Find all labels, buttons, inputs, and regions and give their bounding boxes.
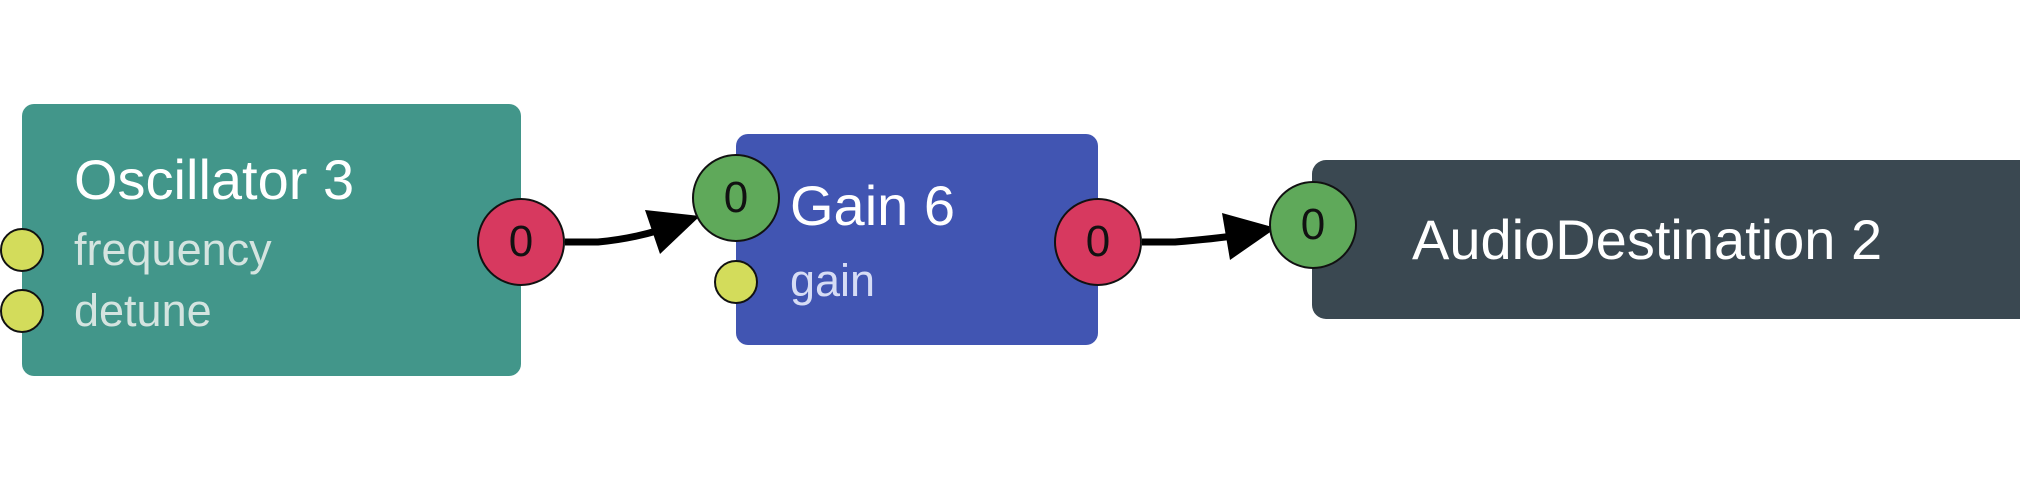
port-index: 0 (1300, 200, 1326, 249)
param-port-detune[interactable] (0, 289, 44, 333)
port-index: 0 (723, 173, 749, 222)
arrowhead-icon (1222, 213, 1276, 260)
node-title: Gain 6 (790, 174, 955, 237)
output-port[interactable]: 0 (1054, 198, 1142, 286)
node-title: Oscillator 3 (74, 148, 355, 211)
node-gain[interactable]: Gain 6 gain (736, 134, 1098, 345)
param-label-gain: gain (790, 255, 876, 306)
param-port-frequency[interactable] (0, 228, 44, 272)
arrowhead-icon (645, 210, 700, 254)
input-port[interactable]: 0 (692, 154, 780, 242)
node-title: AudioDestination 2 (1412, 208, 1883, 271)
input-port[interactable]: 0 (1269, 181, 1357, 269)
connection-gain-to-dest[interactable] (1142, 213, 1276, 260)
param-label-detune: detune (74, 285, 212, 336)
node-oscillator[interactable]: Oscillator 3 frequency detune (22, 104, 521, 376)
connection-osc-to-gain[interactable] (565, 210, 700, 254)
output-port[interactable]: 0 (477, 198, 565, 286)
param-port-gain[interactable] (714, 260, 758, 304)
port-index: 0 (1085, 217, 1111, 266)
port-index: 0 (508, 217, 534, 266)
param-label-frequency: frequency (74, 224, 272, 275)
node-audio-destination[interactable]: AudioDestination 2 (1312, 160, 2020, 319)
